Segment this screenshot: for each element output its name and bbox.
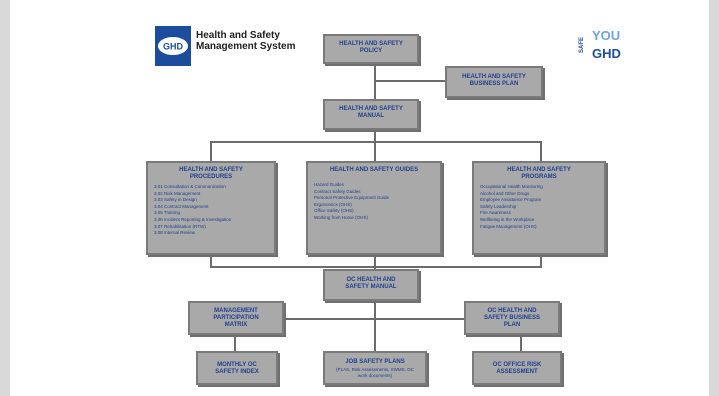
- guides-title: Health and Safety Guides: [329, 167, 419, 173]
- diagram-page: GHD Health and Safety Management System …: [10, 0, 709, 396]
- connector: [374, 255, 376, 269]
- list-item: 3.01 Consultation & Communication: [154, 184, 226, 189]
- connector: [374, 300, 376, 352]
- connector: [284, 318, 464, 320]
- oc-business-plan-box: OC Health and Safety Business Plan: [464, 301, 560, 335]
- policy-box: Health and Safety Policy: [323, 34, 419, 64]
- list-item: Office Safety (OHS): [314, 208, 354, 214]
- monthly-index-box: Monthly OC Safety Index: [196, 351, 278, 385]
- safe-you-ghd-logo: SAFE YOU GHD: [579, 28, 630, 68]
- safe-logo-word2: YOU: [592, 28, 621, 43]
- mgmt-matrix-label: Management Participation Matrix: [213, 308, 259, 328]
- list-item: Alcohol and Other Drugs: [480, 190, 530, 196]
- connector: [374, 129, 376, 142]
- list-item: Hazard Guides: [314, 182, 345, 187]
- safe-logo-word3: GHD: [592, 46, 621, 61]
- connector: [210, 266, 542, 268]
- policy-label: Health and Safety Policy: [339, 41, 403, 54]
- connector: [374, 141, 376, 162]
- list-item: Safety Leadership: [480, 203, 517, 209]
- list-item: Occupational Health Monitoring: [480, 184, 543, 189]
- programs-box: Health and Safety Programs Occupational …: [472, 161, 606, 255]
- business-plan-box: Health and Safety Business Plan: [445, 66, 543, 98]
- list-item: 3.08 Internal Review: [154, 230, 196, 236]
- risk-assessment-label: OC Office Risk Assessment: [492, 362, 542, 375]
- list-item: Fatigue Management (OHS): [480, 223, 537, 229]
- procedures-list: 3.01 Consultation & Communication 3.02 R…: [148, 184, 274, 237]
- connector: [540, 141, 542, 162]
- jsp-title: Job Safety Plans: [345, 359, 405, 365]
- ghd-logo-icon: GHD: [158, 37, 188, 55]
- connector: [540, 255, 542, 267]
- connector: [210, 141, 212, 162]
- list-item: Working from Home (OHS): [314, 214, 368, 220]
- programs-list: Occupational Health Monitoring Alcohol a…: [474, 184, 604, 230]
- list-item: 3.06 Incident Reporting & Investigation: [154, 216, 232, 222]
- mgmt-matrix-box: Management Participation Matrix: [188, 301, 284, 335]
- connector: [376, 80, 446, 82]
- jsp-box: Job Safety Plans (PLAS, Risk Assessments…: [323, 351, 427, 385]
- oc-business-plan-label: OC Health and Safety Business Plan: [484, 308, 540, 328]
- list-item: 3.03 Safety in Design: [154, 197, 197, 203]
- list-item: Wellbeing in the Workplace: [480, 216, 535, 222]
- list-item: Employee Assistance Program: [480, 197, 542, 203]
- programs-title: Health and Safety Programs: [507, 167, 571, 180]
- header-title-line2: Management System: [196, 41, 296, 52]
- connector: [210, 141, 542, 143]
- list-item: Contract Safety Guides: [314, 188, 361, 194]
- manual-label: Health and Safety Manual: [339, 106, 403, 119]
- risk-assessment-box: OC Office Risk Assessment: [472, 351, 562, 385]
- list-item: 3.05 Training: [154, 210, 181, 216]
- list-item: Ergonomics (OHS): [314, 201, 352, 207]
- guides-list: Hazard Guides Contract Safety Guides Per…: [308, 182, 440, 222]
- list-item: 3.04 Contract Management: [154, 203, 209, 209]
- procedures-box: Health and Safety Procedures 3.01 Consul…: [146, 161, 276, 255]
- header-title-line1: Health and Safety: [196, 30, 280, 41]
- jsp-subtitle: (PLAS, Risk Assessments, SWMS, OC work d…: [336, 367, 414, 378]
- ghd-logo: GHD: [155, 26, 191, 66]
- ghd-logo-text: GHD: [163, 42, 184, 52]
- oc-manual-label: OC Health and Safety Manual: [345, 277, 397, 290]
- connector: [520, 334, 522, 352]
- list-item: 3.07 Rehabilitation (RTW): [154, 223, 206, 229]
- connector: [234, 334, 236, 352]
- list-item: 3.02 Risk Management: [154, 190, 201, 196]
- connector: [210, 255, 212, 267]
- oc-manual-box: OC Health and Safety Manual: [323, 269, 419, 301]
- safe-logo-word1: SAFE: [579, 36, 586, 54]
- guides-box: Health and Safety Guides Hazard Guides C…: [306, 161, 442, 255]
- connector: [374, 63, 376, 99]
- procedures-title: Health and Safety Procedures: [179, 167, 243, 180]
- list-item: Personal Protective Equipment Guide: [314, 195, 390, 201]
- business-plan-label: Health and Safety Business Plan: [462, 74, 526, 87]
- list-item: Fire Awareness: [480, 210, 511, 216]
- monthly-index-label: Monthly OC Safety Index: [215, 362, 259, 375]
- header-title: Health and Safety Management System: [196, 30, 295, 52]
- manual-box: Health and Safety Manual: [323, 99, 419, 130]
